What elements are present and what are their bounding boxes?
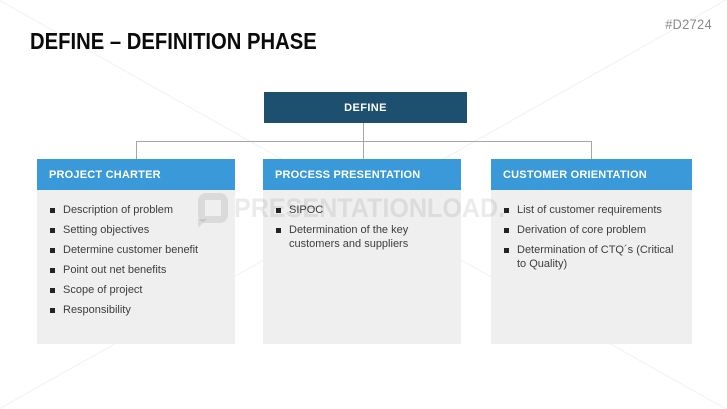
column-header-label: CUSTOMER ORIENTATION (503, 168, 647, 181)
list-item-text: Scope of project (63, 283, 143, 296)
column-header-customer-orientation: CUSTOMER ORIENTATION (491, 159, 692, 190)
square-bullet-icon (504, 208, 509, 213)
list-item-text: Description of problem (63, 204, 174, 216)
square-bullet-icon (50, 247, 55, 253)
connector-stub-project-charter (136, 141, 137, 160)
list-item-text: Determination of the key customers and s… (289, 223, 409, 250)
list-item-text: Determine customer benefit (63, 243, 199, 256)
column-header-process-presentation: PROCESS PRESENTATION (263, 159, 461, 190)
square-bullet-icon (504, 227, 509, 233)
list-item: Scope of project (50, 284, 227, 298)
square-bullet-icon (276, 227, 281, 233)
define-root-box: DEFINE (264, 92, 467, 123)
list-item: Derivation of core problem (504, 224, 684, 238)
column-customer-orientation: CUSTOMER ORIENTATION List of customer re… (491, 159, 692, 344)
list-item-text: SIPOC (289, 204, 324, 216)
product-code: #D2724 (665, 16, 712, 32)
list-item-text: Responsibility (63, 303, 131, 316)
list-item: Determine customer benefit (50, 244, 227, 258)
square-bullet-icon (504, 247, 509, 253)
list-item-text: Setting objectives (63, 223, 150, 236)
connector-stub-process-presentation (363, 141, 364, 160)
column-header-label: PROJECT CHARTER (49, 168, 161, 181)
bullet-list: SIPOC Determination of the key customers … (263, 190, 461, 252)
slide-title: DEFINE – DEFINITION PHASE (30, 28, 317, 54)
square-bullet-icon (276, 208, 281, 213)
column-body-process-presentation: SIPOC Determination of the key customers … (263, 190, 461, 344)
square-bullet-icon (50, 227, 55, 233)
square-bullet-icon (50, 307, 55, 313)
square-bullet-icon (50, 208, 55, 213)
list-item-text: Point out net benefits (63, 263, 167, 276)
list-item-text: Derivation of core problem (517, 223, 647, 236)
square-bullet-icon (50, 287, 55, 293)
list-item: Point out net benefits (50, 264, 227, 278)
connector-stub-customer-orientation (591, 141, 592, 160)
list-item: Determination of the key customers and s… (276, 224, 453, 252)
list-item: Setting objectives (50, 224, 227, 238)
connector-horizontal (136, 141, 592, 142)
connector-vertical-root (363, 123, 364, 141)
list-item: List of customer requirements (504, 204, 684, 218)
column-header-project-charter: PROJECT CHARTER (37, 159, 235, 190)
list-item-text: Determination of CTQ´s (Critical to Qual… (517, 243, 674, 270)
square-bullet-icon (50, 267, 55, 273)
define-root-label: DEFINE (344, 101, 387, 114)
list-item: SIPOC (276, 204, 453, 218)
list-item: Description of problem (50, 204, 227, 218)
column-process-presentation: PROCESS PRESENTATION SIPOC Determination … (263, 159, 461, 344)
column-header-label: PROCESS PRESENTATION (275, 168, 421, 181)
list-item: Determination of CTQ´s (Critical to Qual… (504, 244, 684, 272)
list-item-text: List of customer requirements (517, 204, 662, 216)
list-item: Responsibility (50, 304, 227, 318)
